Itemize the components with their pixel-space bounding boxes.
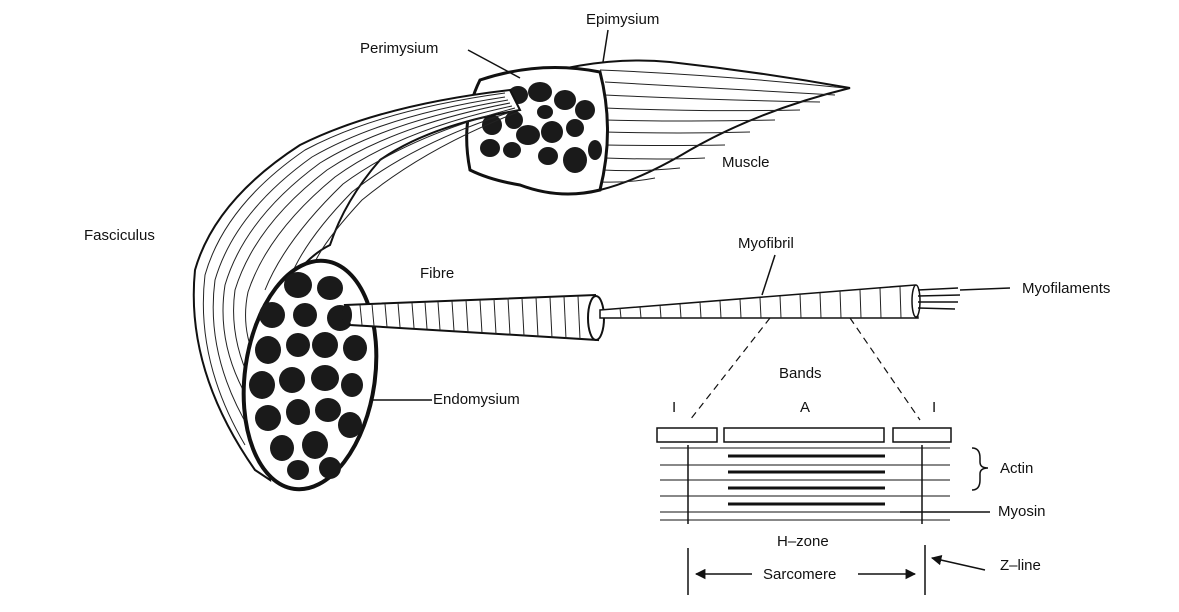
label-fasciculus: Fasciculus [84, 227, 155, 244]
label-sarcomere: Sarcomere [763, 566, 837, 583]
muscle-striations [599, 69, 846, 183]
label-h-zone: H–zone [777, 533, 829, 550]
label-z-line: Z–line [1000, 557, 1041, 574]
label-fibre: Fibre [420, 265, 455, 282]
label-endomysium: Endomysium [433, 391, 520, 408]
label-perimysium: Perimysium [360, 40, 439, 57]
fibre [342, 293, 605, 342]
fasciculus-striations [202, 92, 519, 446]
label-band-i-right: I [932, 399, 937, 416]
label-bands: Bands [779, 365, 822, 382]
myofibril-striations [619, 286, 902, 319]
label-band-i-left: I [672, 399, 677, 416]
actin-filaments [660, 447, 950, 521]
myofilament-strands [917, 287, 961, 310]
actin-brace [971, 447, 989, 491]
label-epimysium: Epimysium [586, 11, 660, 28]
label-band-a: A [800, 399, 811, 416]
muscle-cross-section [465, 66, 609, 196]
label-muscle: Muscle [722, 154, 770, 171]
label-actin: Actin [1000, 460, 1034, 477]
myosin-filaments [728, 454, 885, 506]
myofibril [599, 284, 961, 319]
label-myosin: Myosin [998, 503, 1046, 520]
sarcomere-detail [656, 317, 990, 595]
label-myofilaments: Myofilaments [1022, 280, 1111, 297]
muscle-fibres-section [249, 272, 367, 480]
leader-lines [372, 29, 1011, 401]
label-myofibril: Myofibril [738, 235, 794, 252]
fibre-striations [359, 295, 581, 340]
